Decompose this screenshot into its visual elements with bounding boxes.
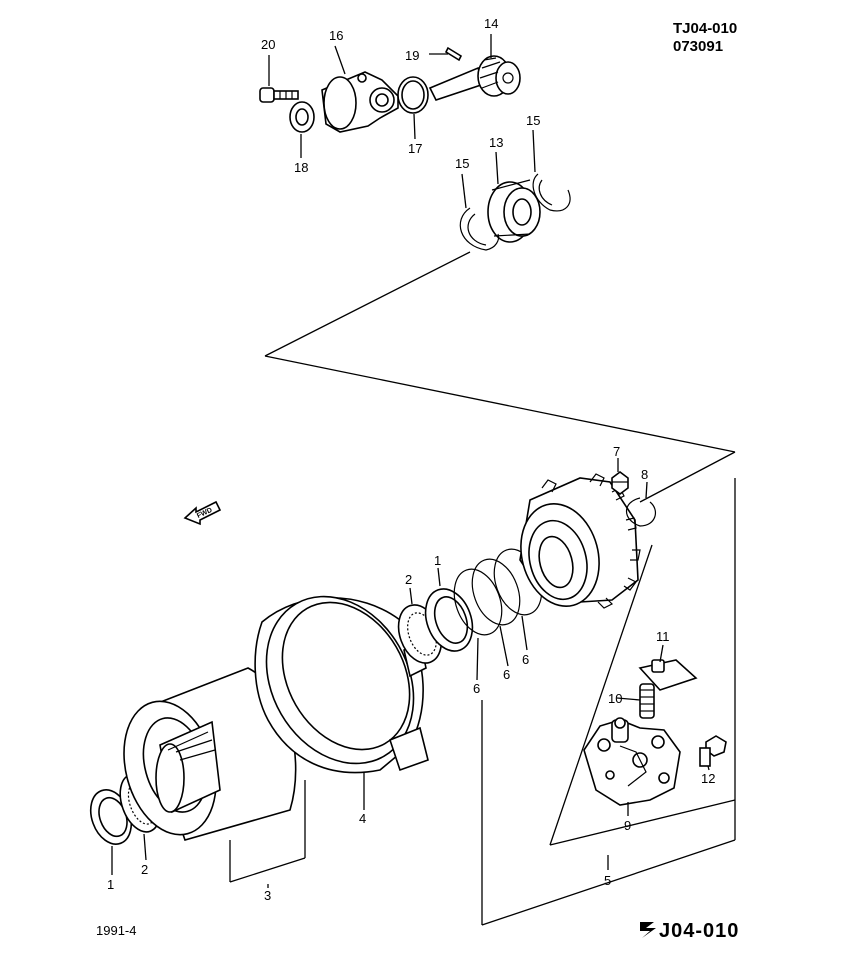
part-8-snap-ring bbox=[625, 497, 657, 527]
part-15-snap-ring-right bbox=[532, 173, 571, 212]
callout-9: 9 bbox=[624, 818, 631, 833]
footer-diagram-code: J04-010 bbox=[659, 920, 739, 942]
callout-1-left: 1 bbox=[107, 877, 114, 892]
callout-6-right: 6 bbox=[522, 652, 529, 667]
callout-3: 3 bbox=[264, 888, 271, 903]
callout-12: 12 bbox=[701, 771, 715, 786]
callout-15-left: 15 bbox=[455, 156, 469, 171]
part-14-driven-gear bbox=[428, 55, 521, 101]
part-11-valve-plate bbox=[638, 659, 698, 691]
part-9-valve-body bbox=[583, 717, 681, 806]
callout-6-middle: 6 bbox=[503, 667, 510, 682]
part-3-clutch-drum bbox=[123, 667, 297, 841]
callout-8: 8 bbox=[641, 467, 648, 482]
suzuki-logo bbox=[640, 922, 656, 938]
part-12-bolt bbox=[699, 735, 727, 767]
callout-19: 19 bbox=[405, 48, 419, 63]
callout-15-right: 15 bbox=[526, 113, 540, 128]
fwd-direction-arrow: FWD bbox=[183, 500, 222, 526]
part-20-bolt bbox=[259, 87, 299, 103]
part-6-seal-ring-1 bbox=[453, 568, 503, 636]
part-7-plug bbox=[611, 471, 629, 495]
callout-14: 14 bbox=[484, 16, 498, 31]
callout-4: 4 bbox=[359, 811, 366, 826]
diagram-ref-code: TJ04-010 bbox=[673, 20, 737, 37]
callout-2-right: 2 bbox=[405, 572, 412, 587]
callout-2-left: 2 bbox=[141, 862, 148, 877]
part-16-gear-case bbox=[321, 71, 399, 133]
part-4-brake-band bbox=[254, 595, 429, 774]
callout-11: 11 bbox=[656, 629, 670, 644]
part-18-oil-seal bbox=[289, 101, 315, 133]
part-1-thrust-washer-right bbox=[424, 588, 474, 652]
callout-6-left: 6 bbox=[473, 681, 480, 696]
part-17-o-ring bbox=[397, 76, 429, 114]
callout-13: 13 bbox=[489, 135, 503, 150]
diagram-date-code: 073091 bbox=[673, 38, 723, 55]
callout-10: 10 bbox=[608, 691, 622, 706]
callout-16: 16 bbox=[329, 28, 343, 43]
callout-7: 7 bbox=[613, 444, 620, 459]
callout-18: 18 bbox=[294, 160, 308, 175]
callout-20: 20 bbox=[261, 37, 275, 52]
part-5-oil-pump-housing bbox=[519, 473, 641, 609]
footer-date: 1991-4 bbox=[96, 923, 136, 938]
callout-1-right: 1 bbox=[434, 553, 441, 568]
part-19-pin bbox=[444, 46, 463, 62]
part-13-drive-gear bbox=[487, 179, 541, 243]
callout-5: 5 bbox=[604, 873, 611, 888]
part-15-snap-ring-left bbox=[459, 207, 500, 251]
part-6-seal-ring-2 bbox=[471, 558, 521, 626]
part-10-spring bbox=[639, 683, 655, 719]
callout-17: 17 bbox=[408, 141, 422, 156]
